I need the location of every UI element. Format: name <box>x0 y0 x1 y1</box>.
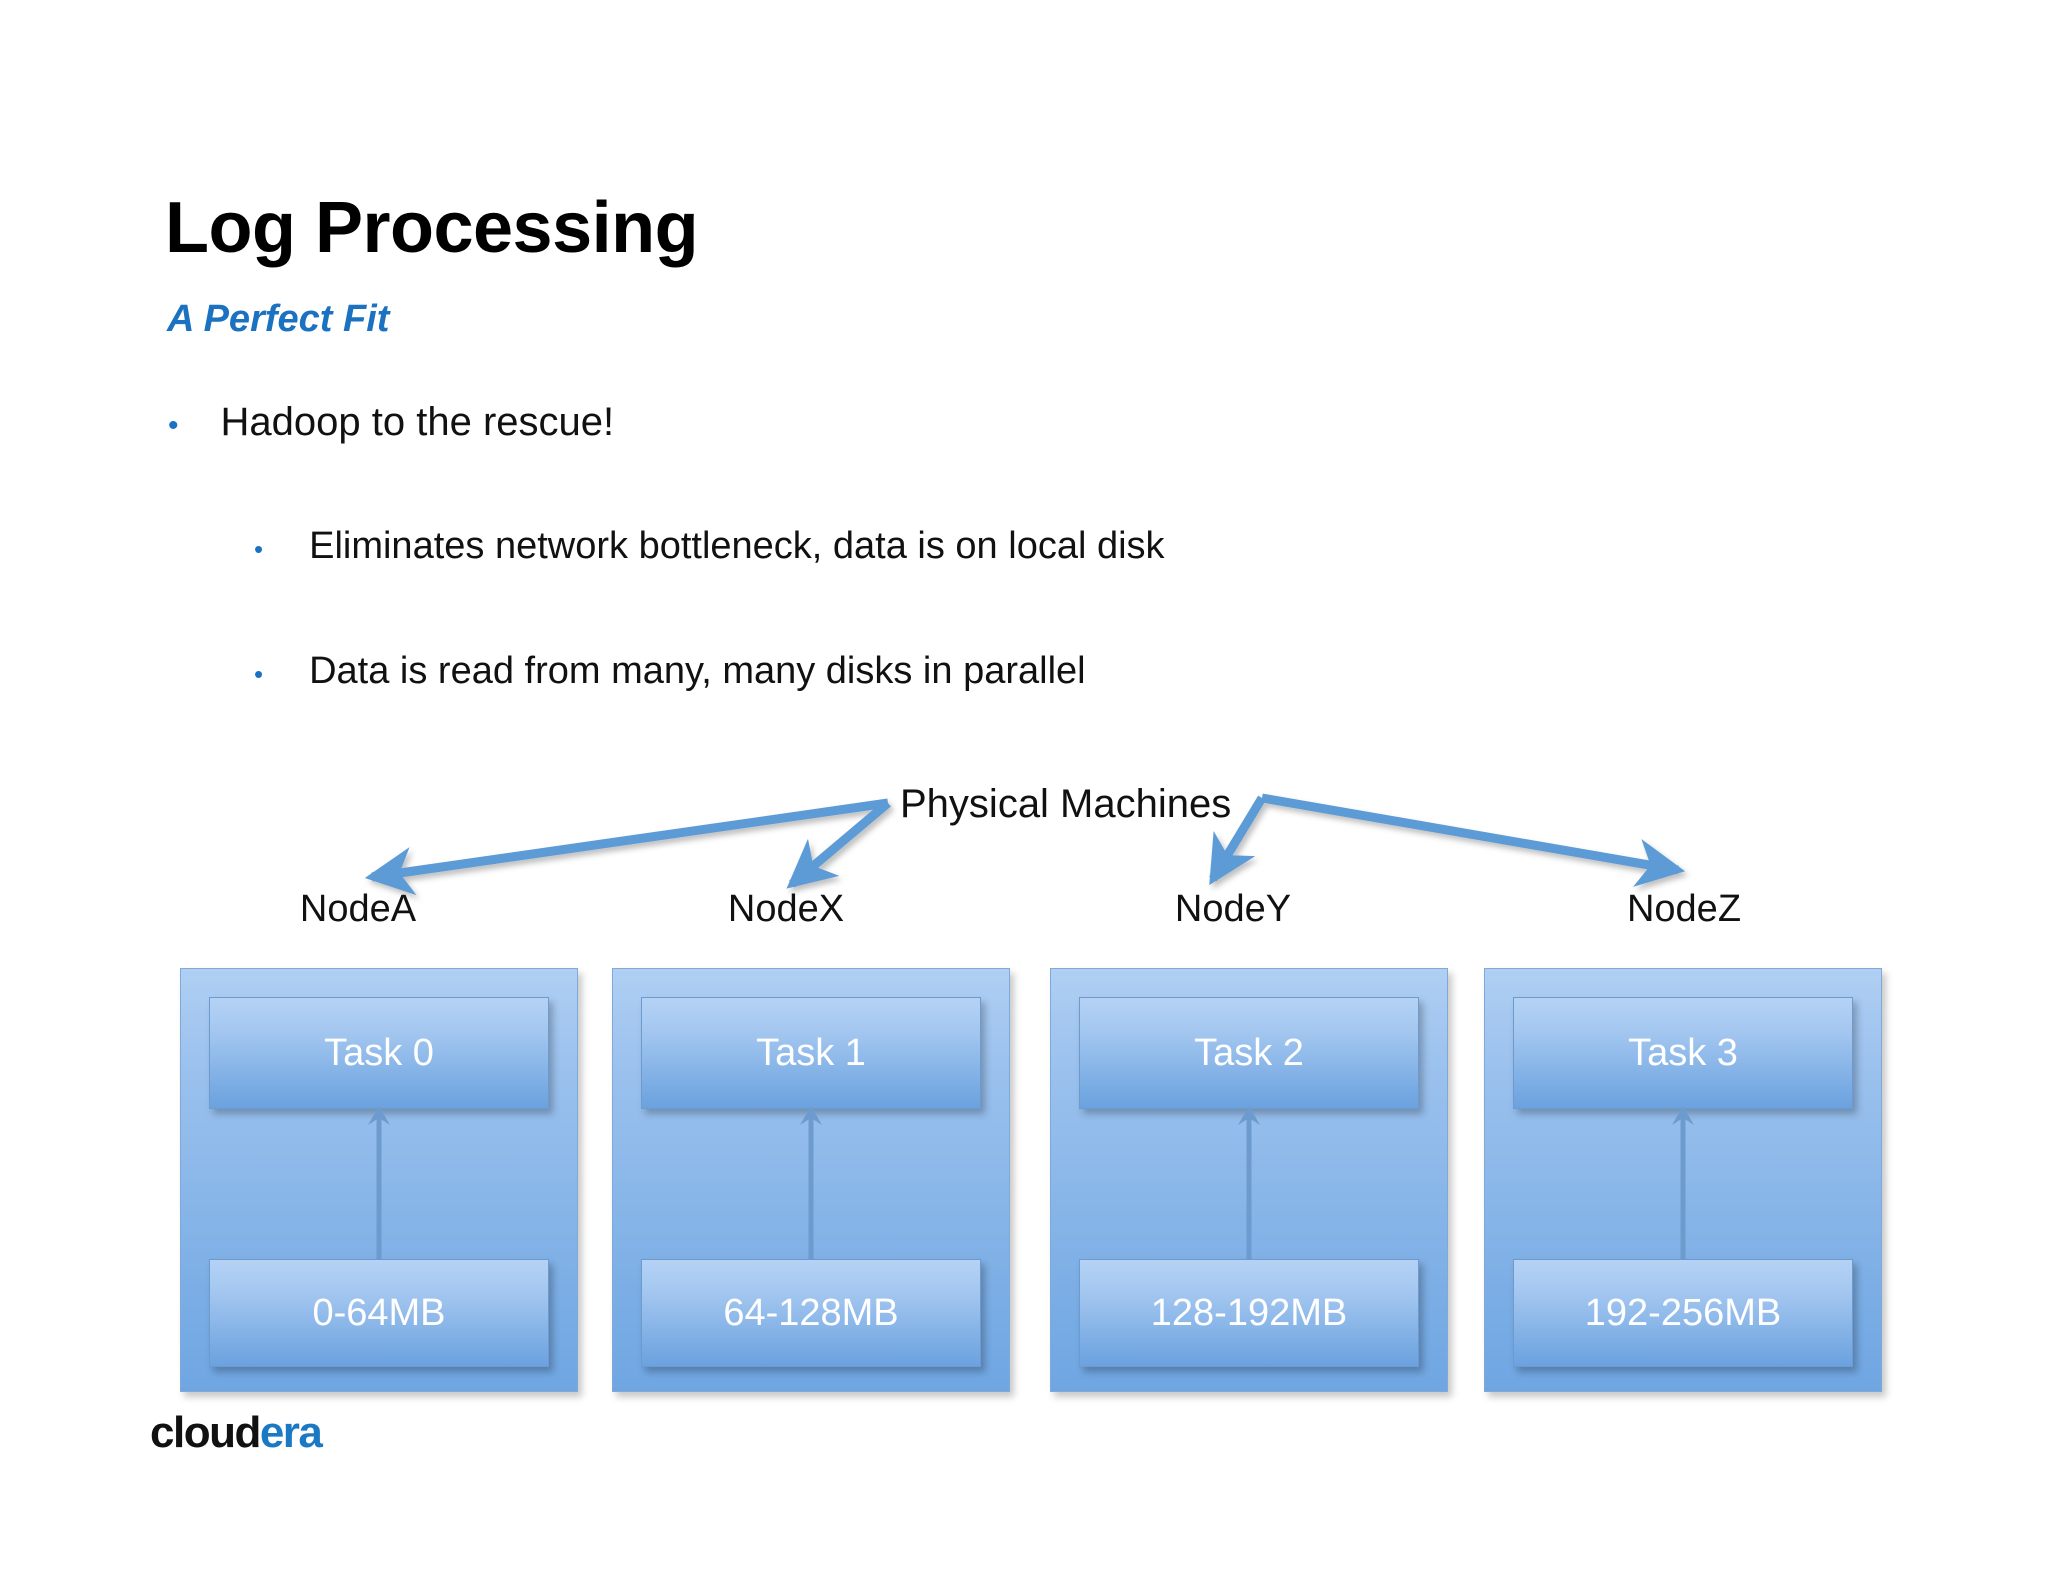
node-label-1: NodeX <box>727 888 845 930</box>
bullet-dot-icon: • <box>254 659 264 689</box>
data-box-0: 0-64MB <box>209 1259 549 1367</box>
arrow-to-nodeZ <box>1261 793 1686 887</box>
task-box-3: Task 3 <box>1513 997 1853 1109</box>
bullet-text-0: Hadoop to the rescue! <box>220 400 615 444</box>
bullet-text-1: Eliminates network bottleneck, data is o… <box>309 525 1165 567</box>
data-flow-arrow-1 <box>800 1106 822 1261</box>
bullet-dot-icon: • <box>254 534 264 564</box>
node-label-2: NodeY <box>1174 888 1292 930</box>
data-box-1: 64-128MB <box>641 1259 981 1367</box>
page-subtitle: A Perfect Fit <box>167 298 390 340</box>
node-label-0: NodeA <box>299 888 417 930</box>
logo-text-blue: era <box>259 1408 323 1457</box>
arrow-to-nodeY <box>1209 795 1266 886</box>
data-flow-arrow-3 <box>1672 1106 1694 1261</box>
task-box-1: Task 1 <box>641 997 981 1109</box>
page-title: Log Processing <box>165 188 699 268</box>
node-box-2: Task 2 128-192MB <box>1050 968 1448 1392</box>
bullet-item-2: • Data is read from many, many disks in … <box>254 650 1086 693</box>
diagram-caption: Physical Machines <box>900 782 1232 826</box>
node-box-0: Task 0 0-64MB <box>180 968 578 1392</box>
node-label-3: NodeZ <box>1626 888 1742 930</box>
data-box-2: 128-192MB <box>1079 1259 1419 1367</box>
arrow-to-nodeA <box>364 798 889 896</box>
bullet-item-0: • Hadoop to the rescue! <box>168 400 614 445</box>
bullet-item-1: • Eliminates network bottleneck, data is… <box>254 525 1165 568</box>
logo-text-dark: cloud <box>150 1408 261 1457</box>
data-flow-arrow-2 <box>1238 1106 1260 1261</box>
task-box-0: Task 0 <box>209 997 549 1109</box>
bullet-dot-icon: • <box>168 409 179 442</box>
node-box-3: Task 3 192-256MB <box>1484 968 1882 1392</box>
bullet-text-2: Data is read from many, many disks in pa… <box>309 650 1086 692</box>
node-box-1: Task 1 64-128MB <box>612 968 1010 1392</box>
task-box-2: Task 2 <box>1079 997 1419 1109</box>
data-flow-arrow-0 <box>368 1106 390 1261</box>
arrow-to-nodeX <box>786 799 891 889</box>
data-box-3: 192-256MB <box>1513 1259 1853 1367</box>
cloudera-logo: cloudera <box>150 1408 323 1458</box>
